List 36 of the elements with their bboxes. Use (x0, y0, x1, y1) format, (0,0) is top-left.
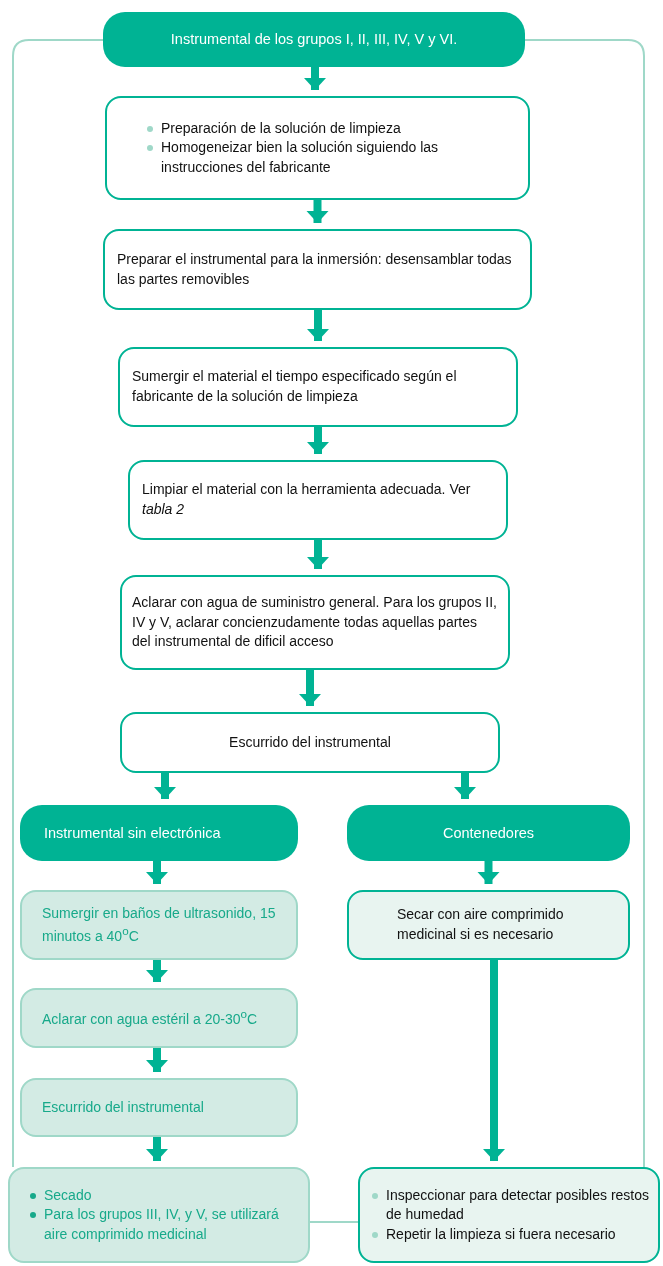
process-box (358, 1167, 660, 1263)
box-text: Escurrido del instrumental (42, 1097, 205, 1117)
box-text: Limpiar el material con la herramienta adecuada. Ver tabla 2 (142, 480, 472, 519)
bullet-item: Para los grupos III, IV, y V, se utilizará aire comprimido medicinal (30, 1205, 298, 1245)
box-text: Preparar el instrumental para la inmersión: desensamblar todas las partes removibles (117, 249, 513, 289)
process-box (20, 988, 298, 1048)
process-box (20, 1078, 298, 1137)
header-box (347, 805, 630, 861)
box-text: Aclarar con agua de suministro general. Para los grupos II, IV y V, aclarar concienzudamente todas aquellas partes del instrumental de dificil acceso (132, 593, 498, 652)
process-box (120, 575, 510, 670)
process-box (103, 229, 532, 310)
process-box (20, 890, 298, 960)
box-text: Aclarar con agua estéril a 20-30$^{o}$C (42, 1006, 259, 1030)
connector-line (524, 39, 645, 1168)
process-box (8, 1167, 310, 1263)
connector-line (309, 1221, 359, 1223)
bullet-item: Preparación de la solución de limpieza (147, 118, 508, 139)
box-text: Escurrido del instrumental (228, 732, 392, 752)
box-text: Sumergir el material el tiempo especificado según el fabricante de la solución de limpieza (132, 367, 458, 406)
bullet-item: Secado (30, 1185, 298, 1206)
bullet-item: Homogeneizar bien la solución siguiendo las instrucciones del fabricante (147, 138, 508, 178)
box-text: Contenedores (441, 823, 536, 843)
process-box (118, 347, 518, 427)
header-box (20, 805, 298, 861)
process-box (347, 890, 630, 960)
box-text: Instrumental sin electrónica (44, 823, 222, 843)
header-box (103, 12, 525, 67)
bullet-item: Repetir la limpieza si fuera necesario (372, 1224, 652, 1245)
box-text: Instrumental de los grupos I, II, III, IV, V y VI. (169, 30, 459, 50)
bullet-item: Inspeccionar para detectar posibles restos de humedad (372, 1185, 652, 1225)
connector-line (12, 39, 104, 1168)
process-box (105, 96, 530, 200)
box-text: Sumergir en baños de ultrasonido, 15 minutos a 40$^{o}$C (42, 903, 276, 946)
process-box (128, 460, 508, 540)
box-text: Secar con aire comprimido medicinal si es necesario (397, 905, 565, 944)
process-box (120, 712, 500, 773)
